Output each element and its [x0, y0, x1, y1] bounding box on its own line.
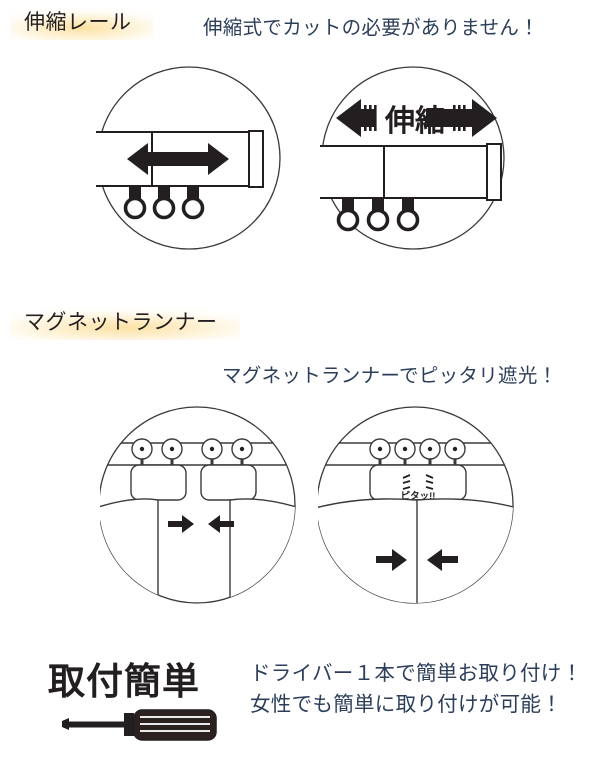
gap-arrows-icon	[376, 549, 458, 571]
section-title-magnet: マグネットランナー	[10, 308, 240, 341]
curtain-panel-left	[100, 498, 159, 603]
figure-curtain-open	[100, 395, 300, 625]
rail-end-cap	[248, 130, 264, 188]
gap-arrows-icon	[168, 515, 234, 533]
figure-screwdriver	[60, 700, 240, 750]
runner-group	[336, 198, 420, 232]
section-title-rail: 伸縮レール	[10, 8, 154, 41]
section-title-install: 取付簡単	[48, 661, 200, 702]
rail-extended-illustration: 伸縮	[320, 66, 505, 250]
rail-inner-tube	[383, 145, 489, 199]
snap-effect-icon	[402, 474, 434, 490]
runner-group	[123, 186, 205, 220]
rail-outer-tube	[320, 145, 387, 199]
section-caption-rail: 伸縮式でカットの必要がありません！	[203, 17, 540, 39]
double-arrow-icon	[127, 143, 229, 175]
caption-line-2: 女性でも簡単に取り付けが可能！	[250, 692, 562, 716]
curtain-panel-right	[229, 498, 295, 603]
magnet-block	[200, 464, 257, 501]
expand-banner-label: 伸縮	[384, 105, 445, 138]
screwdriver-icon	[62, 709, 217, 741]
figure-rail-extended: 伸縮	[320, 55, 530, 265]
caption-line-1: ドライバー１本で簡単お取り付け！	[250, 662, 583, 685]
curtain-panel-joined	[318, 498, 513, 603]
section-caption-install: ドライバー１本で簡単お取り付け！ 女性でも簡単に取り付けが可能！	[250, 659, 582, 721]
rail-collapsed-illustration	[96, 66, 281, 250]
magnet-block	[130, 464, 187, 501]
figure-curtain-closed: ピタッ!!	[318, 395, 518, 625]
curtain-closed-illustration: ピタッ!!	[318, 406, 514, 604]
section-caption-magnet: マグネットランナーでピッタリ遮光！	[222, 365, 558, 387]
expand-banner: 伸縮	[336, 99, 497, 138]
rail-end-cap	[486, 143, 502, 201]
figure-rail-collapsed	[96, 55, 296, 265]
curtain-open-illustration	[100, 406, 296, 604]
